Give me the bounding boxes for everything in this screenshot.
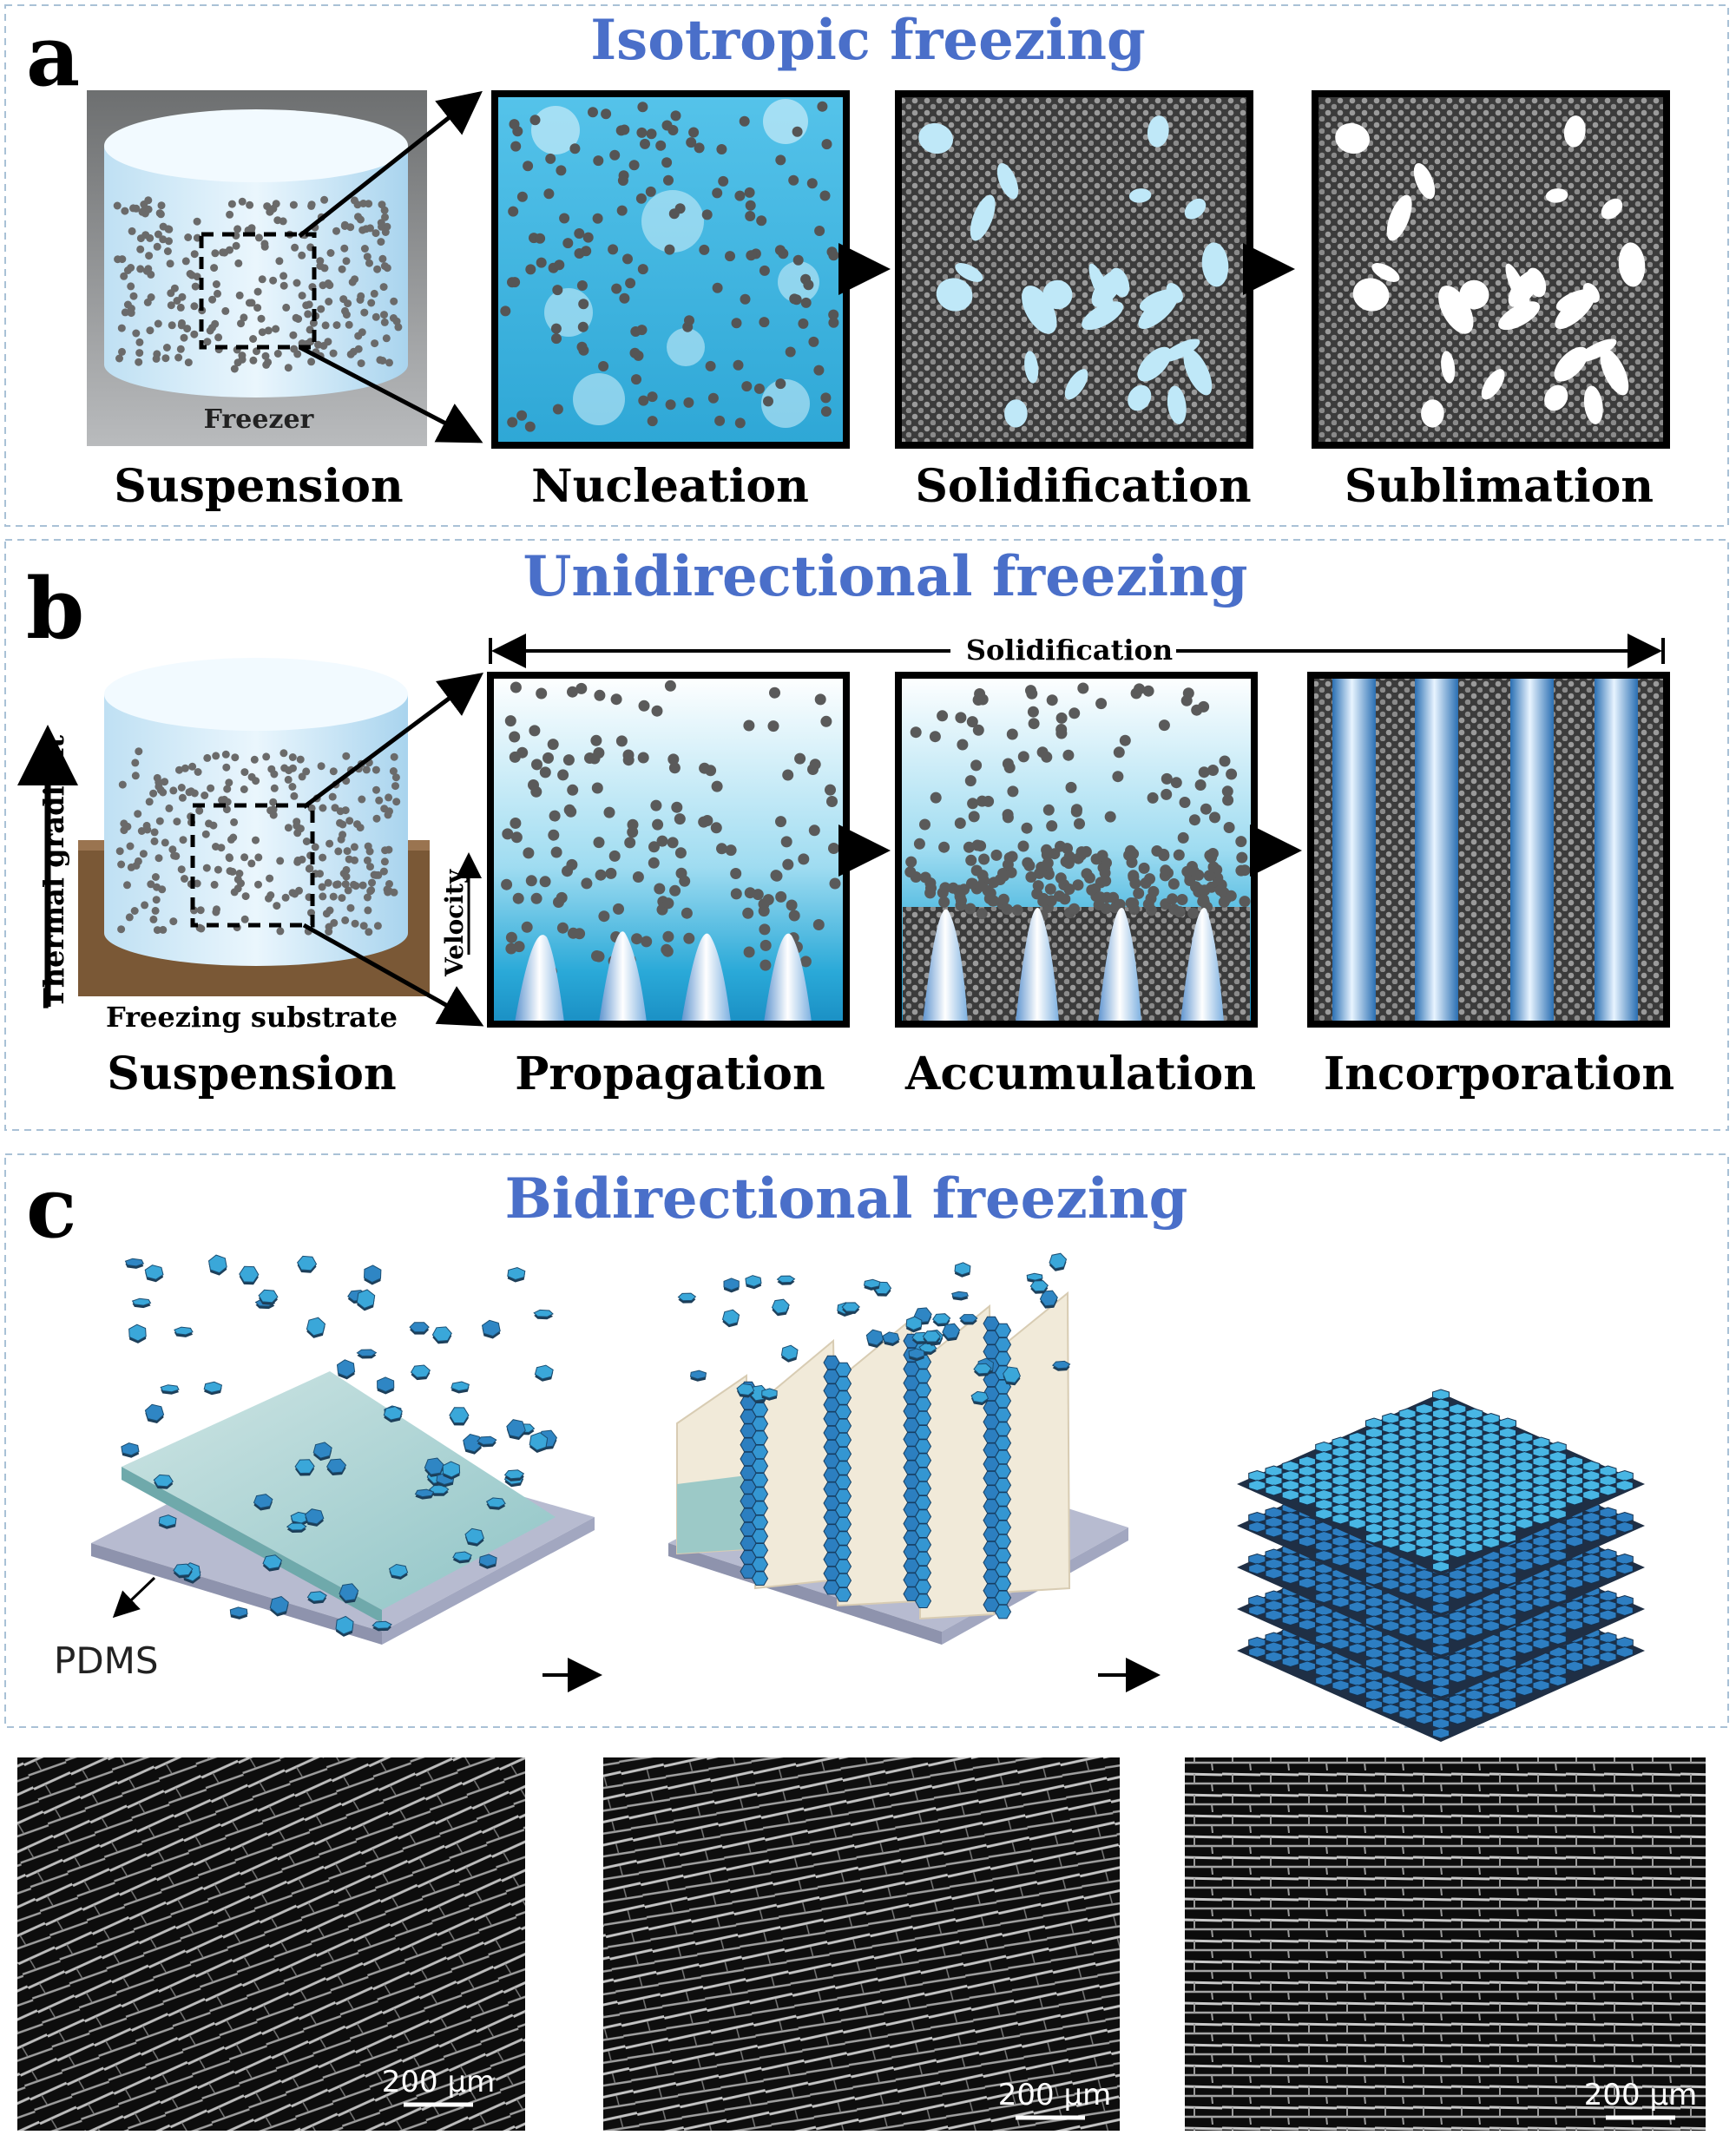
solidification-span-label: Solidification <box>966 634 1173 667</box>
zoom-arrow-b-bottom <box>302 923 484 1027</box>
suspension-particles-b <box>115 747 401 936</box>
step-label-incorporation: Incorporation <box>1324 1048 1674 1100</box>
scale-bar-label-1: 200 µm <box>382 2065 495 2099</box>
stacked-layers-stage <box>1237 1389 1645 1742</box>
sem-micrograph-1: 200 µm <box>17 1757 525 2131</box>
scale-bar-label-3: 200 µm <box>1584 2078 1697 2112</box>
panel-b-title: Unidirectional freezing <box>523 544 1248 609</box>
panel-b-border <box>4 539 1729 1131</box>
incorporation-box <box>1307 672 1670 1028</box>
pdms-wedge <box>122 1371 556 1610</box>
nucleation-box <box>491 90 850 449</box>
propagation-box <box>487 672 850 1028</box>
panel-b-letter: b <box>26 560 84 658</box>
suspension-cylinder-top <box>104 109 408 182</box>
panel-c-title: Bidirectional freezing <box>505 1166 1188 1232</box>
pdms-pointer-arrow <box>112 1576 156 1619</box>
step-label-sublimation: Sublimation <box>1345 460 1654 513</box>
propagation-ice-fronts <box>515 931 812 1022</box>
step-label-accumulation: Accumulation <box>904 1048 1256 1100</box>
accumulation-particles-sparse <box>910 682 1247 852</box>
incorporation-ice-columns <box>1332 679 1638 1021</box>
suspension-particles-a <box>113 195 403 373</box>
step-label-suspension-a: Suspension <box>114 460 403 513</box>
pdms-label: PDMS <box>54 1639 159 1682</box>
sublimation-box <box>1312 90 1670 449</box>
panel-c: c Bidirectional freezing PDMS <box>4 1153 1729 2131</box>
zoom-arrow-top <box>298 90 483 238</box>
step-label-nucleation: Nucleation <box>531 460 809 513</box>
lamellar-walls-stage <box>668 1252 1128 1645</box>
panel-c-letter: c <box>26 1159 76 1257</box>
sublimation-pores <box>1335 115 1646 428</box>
sem-micrograph-3: 200 µm <box>1185 1757 1706 2131</box>
scale-bar-label-2: 200 µm <box>998 2078 1111 2112</box>
thermal-gradient-label: Thermal gradient <box>37 735 70 1008</box>
panel-a-letter: a <box>26 7 80 105</box>
zoom-arrow-b-top <box>302 673 484 810</box>
panel-a-border <box>4 4 1729 527</box>
stage2-hexagon-flakes <box>677 1252 1071 1406</box>
step-label-propagation: Propagation <box>515 1048 825 1100</box>
stage1-hexagon-flakes <box>121 1254 557 1637</box>
solidification-box <box>895 90 1253 449</box>
freezing-substrate-label: Freezing substrate <box>106 1001 398 1034</box>
solidification-ice-crystals <box>918 115 1229 428</box>
accumulation-box <box>895 672 1258 1028</box>
propagation-particles <box>501 680 841 977</box>
sem-micrograph-2: 200 µm <box>603 1757 1120 2131</box>
freezer-label: Freezer <box>204 404 315 435</box>
substrate-suspension-illustration: Freezing substrate <box>78 658 430 1034</box>
suspension-cylinder-b-top <box>104 658 408 731</box>
freezer-suspension-illustration: Freezer <box>87 90 427 446</box>
velocity-label: Velocity <box>440 869 469 977</box>
accumulation-ice-fronts <box>923 908 1224 1022</box>
nucleation-particles <box>500 101 839 432</box>
zoom-region-box-b <box>190 803 315 928</box>
panel-c-border <box>4 1153 1729 1728</box>
accumulation-particles-dense <box>904 840 1251 922</box>
pdms-wedge-stage: PDMS <box>54 1254 595 1682</box>
step-label-suspension-b: Suspension <box>107 1048 396 1100</box>
panel-a: a Isotropic freezing Freezer <box>4 4 1729 527</box>
zoom-region-box <box>199 232 317 350</box>
panel-b: b Unidirectional freezing Thermal gradie… <box>4 539 1729 1131</box>
step-label-solidification: Solidification <box>915 460 1251 513</box>
zoom-arrow-bottom <box>298 345 483 443</box>
aligned-hexagon-columns <box>740 1316 1012 1619</box>
panel-a-title: Isotropic freezing <box>590 8 1146 73</box>
